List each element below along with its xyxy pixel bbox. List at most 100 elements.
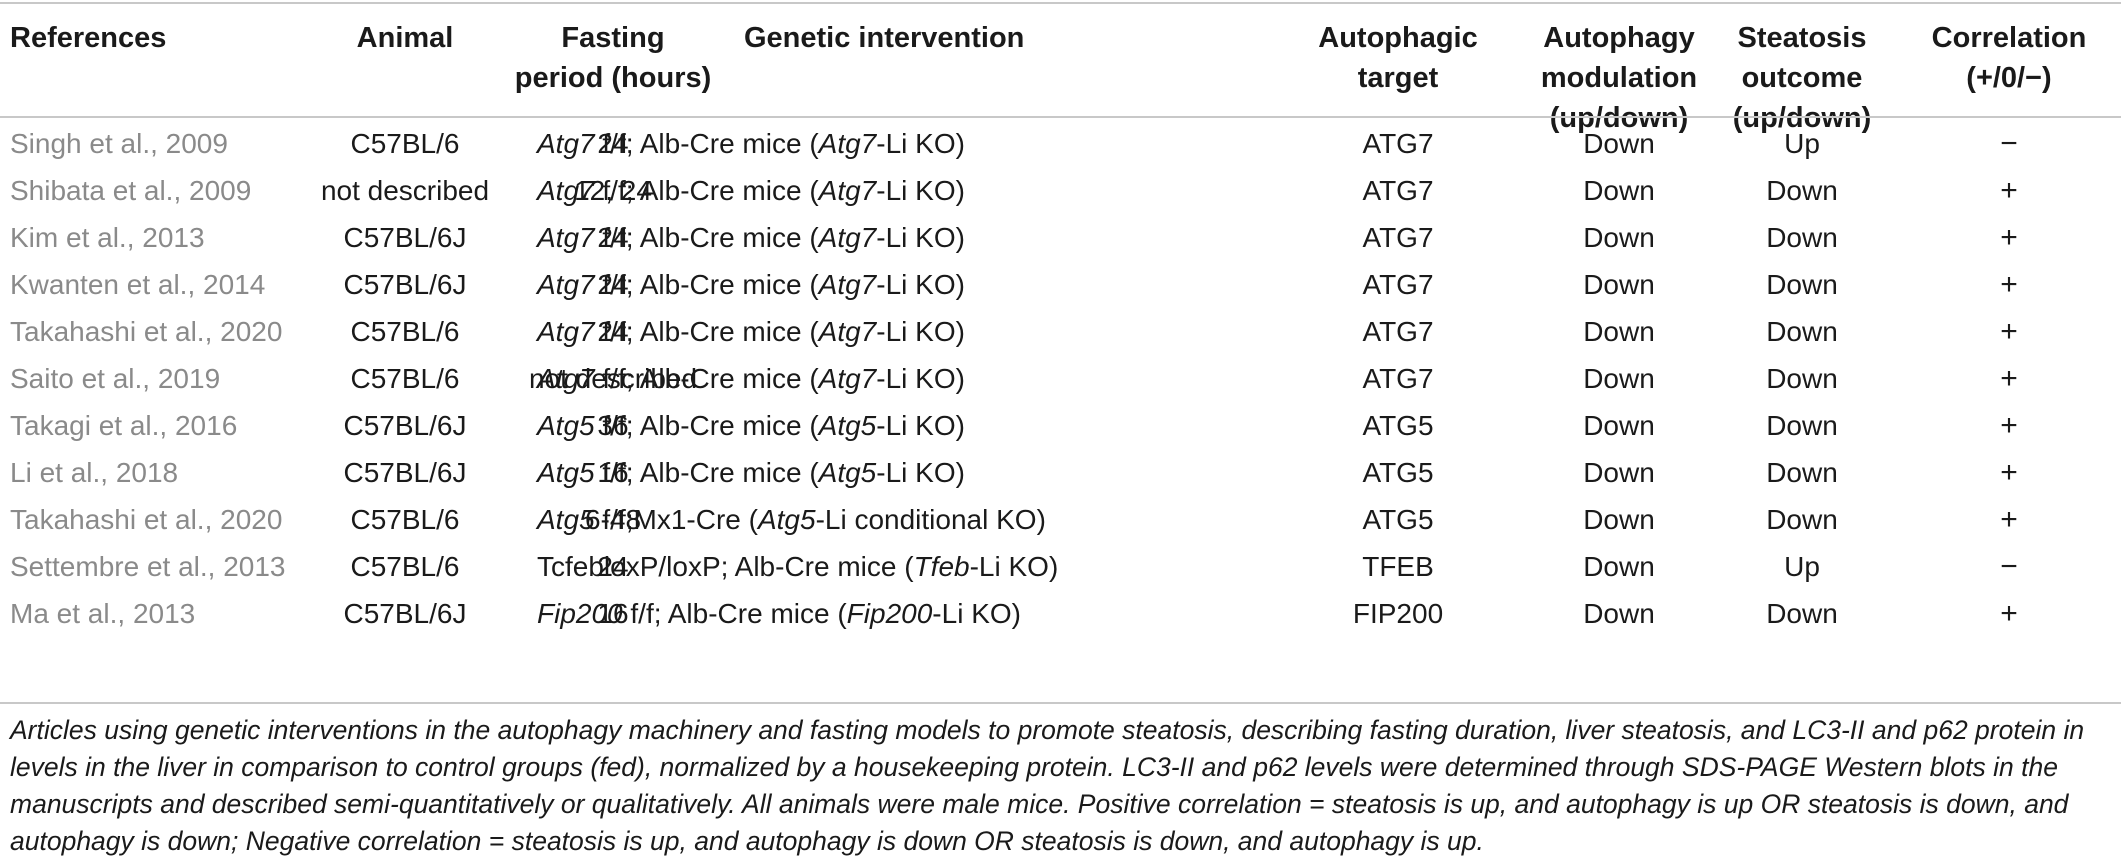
column-header-animal: Animal [356, 22, 454, 54]
reference-cell: Shibata et al., 2009 [10, 175, 252, 206]
autophagic-target-cell: ATG7 [1362, 128, 1434, 159]
autophagy-modulation-cell: Down [1583, 457, 1655, 488]
header-rule [0, 116, 2121, 118]
fasting-period-cell: not described [528, 363, 698, 394]
knockout-gene-name: Atg7 [818, 269, 877, 300]
animal-cell: C57BL/6J [343, 457, 467, 488]
column-header-correlation: Correlation (+/0/−) [1931, 22, 2087, 94]
genetic-text: f/f; Alb-Cre mice ( [594, 269, 819, 300]
autophagy-modulation-cell: Down [1583, 598, 1655, 629]
reference-cell: Takahashi et al., 2020 [10, 504, 283, 535]
correlation-cell: + [2000, 315, 2018, 348]
autophagic-target-cell: ATG7 [1362, 269, 1434, 300]
gene-name: Atg7 [537, 128, 595, 159]
genetic-text: f/f;Mx1-Cre ( [594, 504, 758, 535]
steatosis-outcome-cell: Down [1766, 222, 1838, 253]
steatosis-outcome-cell: Down [1766, 269, 1838, 300]
genetic-intervention-cell: Atg7 f/f; Alb-Cre mice (Atg7-Li KO) [537, 261, 965, 308]
genetic-text: f/f; Alb-Cre mice ( [594, 222, 819, 253]
genetic-intervention-cell: Atg7 f/f; Alb-Cre mice (Atg7-Li KO) [537, 214, 965, 261]
column-header-genetic: Genetic intervention [744, 22, 1025, 54]
steatosis-outcome-cell: Down [1766, 363, 1838, 394]
genetic-text: TcfebloxP/loxP; Alb-Cre mice ( [537, 551, 914, 582]
autophagy-modulation-cell: Down [1583, 269, 1655, 300]
animal-cell: C57BL/6 [350, 504, 460, 535]
correlation-cell: + [2000, 409, 2018, 442]
gene-name: Atg5 [537, 504, 595, 535]
genetic-text: f/f; Alb-Cre mice ( [594, 128, 819, 159]
steatosis-outcome-cell: Down [1766, 457, 1838, 488]
correlation-cell: + [2000, 597, 2018, 630]
animal-cell: C57BL/6 [350, 128, 460, 159]
genetic-text: f/f; Alb-Cre mice ( [622, 598, 847, 629]
autophagic-target-cell: ATG7 [1362, 316, 1434, 347]
autophagic-target-cell: ATG7 [1362, 222, 1434, 253]
correlation-cell: + [2000, 268, 2018, 301]
autophagic-target-cell: ATG7 [1362, 175, 1434, 206]
column-header-target: Autophagic target [1318, 22, 1478, 94]
genetic-text-end: -Li KO) [876, 316, 965, 347]
autophagy-modulation-cell: Down [1583, 504, 1655, 535]
fasting-period-cell: 24 [597, 551, 629, 582]
genetic-intervention-cell: Atg7 f/f; Alb-Cre mice (Atg7-Li KO) [537, 308, 965, 355]
gene-name: Atg7 [537, 175, 595, 206]
autophagic-target-cell: FIP200 [1352, 598, 1444, 629]
knockout-gene-name: Fip200 [846, 598, 933, 629]
fasting-period-cell: 24 [597, 316, 629, 347]
genetic-text-end: -Li KO) [876, 457, 965, 488]
reference-cell: Settembre et al., 2013 [10, 551, 286, 582]
animal-cell: C57BL/6J [343, 410, 467, 441]
fasting-period-cell: 16 [597, 598, 629, 629]
steatosis-outcome-cell: Down [1766, 175, 1838, 206]
gene-name: Atg7 [537, 316, 595, 347]
reference-cell: Kim et al., 2013 [10, 222, 205, 253]
gene-name: Atg5 [537, 457, 595, 488]
genetic-text-end: -Li conditional KO) [815, 504, 1046, 535]
bottom-rule [0, 702, 2121, 704]
fasting-period-cell: 36 [597, 410, 629, 441]
animal-cell: C57BL/6 [350, 316, 460, 347]
autophagy-modulation-cell: Down [1583, 175, 1655, 206]
genetic-text: f/f; Alb-Cre mice ( [594, 316, 819, 347]
reference-cell: Takahashi et al., 2020 [10, 316, 283, 347]
gene-name: Fip200 [537, 598, 623, 629]
correlation-cell: − [2000, 550, 2018, 583]
column-header-modulation: Autophagy modulation (up/down) [1540, 22, 1698, 134]
genetic-intervention-cell: Atg7 f/f; Alb-Cre mice (Atg7-Li KO) [537, 355, 965, 402]
genetic-text-end: -Li KO) [932, 598, 1021, 629]
column-header-steatosis: Steatosis outcome (up/down) [1732, 22, 1872, 134]
knockout-gene-name: Atg5 [818, 410, 877, 441]
fasting-period-cell: 24 [597, 128, 629, 159]
animal-cell: C57BL/6 [350, 363, 460, 394]
steatosis-outcome-cell: Down [1766, 504, 1838, 535]
knockout-gene-name: Atg7 [818, 222, 877, 253]
fasting-period-cell: 6-48 [584, 504, 642, 535]
knockout-gene-name: Atg7 [818, 316, 877, 347]
steatosis-outcome-cell: Down [1766, 598, 1838, 629]
genetic-intervention-cell: Fip200 f/f; Alb-Cre mice (Fip200-Li KO) [537, 590, 1021, 637]
knockout-gene-name: Atg7 [818, 175, 877, 206]
autophagy-modulation-cell: Down [1583, 222, 1655, 253]
autophagy-modulation-cell: Down [1583, 316, 1655, 347]
steatosis-outcome-cell: Down [1766, 316, 1838, 347]
correlation-cell: + [2000, 362, 2018, 395]
correlation-cell: − [2000, 127, 2018, 160]
reference-cell: Kwanten et al., 2014 [10, 269, 266, 300]
steatosis-outcome-cell: Up [1784, 128, 1820, 159]
animal-cell: C57BL/6J [343, 598, 467, 629]
fasting-period-cell: 24 [597, 222, 629, 253]
gene-name: Atg5 [537, 410, 595, 441]
table-footnote: Articles using genetic interventions in … [10, 715, 2085, 856]
genetic-text-end: -Li KO) [876, 128, 965, 159]
genetic-text: f/f; Alb-Cre mice ( [594, 457, 819, 488]
knockout-gene-name: Atg7 [818, 128, 877, 159]
animal-cell: not described [320, 175, 490, 206]
